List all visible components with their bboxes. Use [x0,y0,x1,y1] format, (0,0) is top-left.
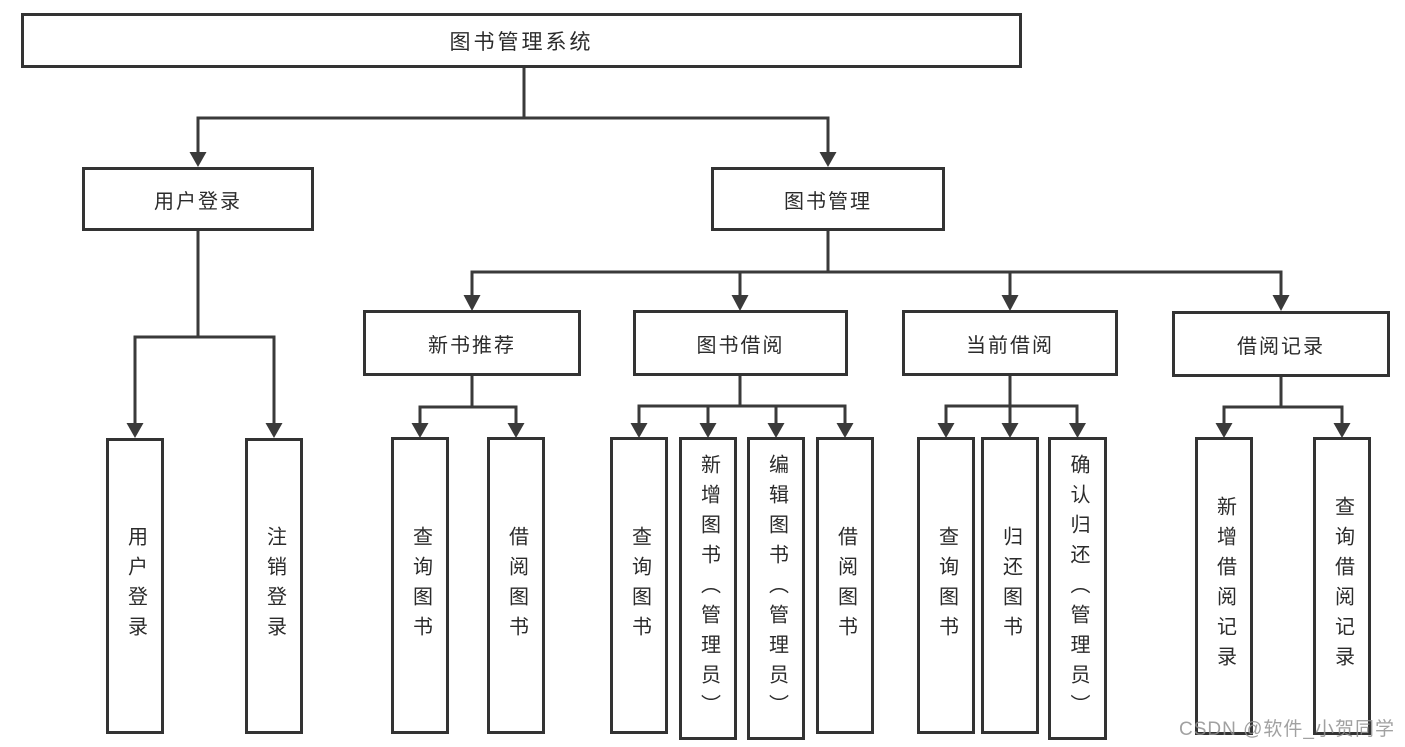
node-label: 借阅图书 [505,525,528,646]
leaf-logout-login: 注销登录 [245,438,303,734]
node-label: 归还图书 [999,525,1022,646]
arrowhead [1069,423,1086,438]
connector-book-mgmt-to-level3 [463,231,1290,311]
arrowhead [1333,423,1351,438]
arrowhead [819,152,837,167]
arrowhead [1001,423,1019,438]
arrowhead [630,423,648,438]
arrowhead [507,423,525,438]
arrowhead [767,423,785,438]
node-book-management: 图书管理 [711,167,945,231]
node-label: 新书推荐 [428,334,516,357]
connector-root-to-level2 [189,68,837,167]
arrowhead [265,423,283,438]
leaf-bb-borrow-books: 借阅图书 [816,437,874,734]
leaf-cb-query-books: 查询图书 [917,437,975,734]
node-label: 用户登录 [154,190,242,213]
csdn-watermark: CSDN @软件_小贺同学 [1179,719,1395,740]
leaf-bb-edit-books-admin: 编辑图书（管理员） [747,437,805,740]
leaf-cb-confirm-return-admin: 确认归还（管理员） [1048,437,1107,740]
arrowhead [126,423,144,438]
connector-current-borrow-to-leaves [937,376,1086,438]
node-label: 用户登录 [124,526,147,646]
node-borrowing-records: 借阅记录 [1172,311,1390,377]
node-label: 查询图书 [628,525,651,646]
node-label: 图书借阅 [696,334,785,357]
leaf-nbr-query-books: 查询图书 [391,437,449,734]
leaf-nbr-borrow-books: 借阅图书 [487,437,545,734]
connector-borrow-records-to-leaves [1215,377,1351,438]
arrowhead [463,295,481,311]
arrowhead [411,423,429,438]
leaf-br-query-record: 查询借阅记录 [1313,437,1371,735]
node-label: 新增借阅记录 [1213,496,1236,676]
leaf-bb-query-books: 查询图书 [610,437,668,734]
node-label: 当前借阅 [966,334,1054,357]
node-label: 注销登录 [263,526,286,646]
node-label: 编辑图书（管理员） [765,453,788,724]
arrowhead [189,152,207,167]
node-label: 查询图书 [935,525,958,646]
node-label: 图书管理系统 [449,30,594,54]
arrowhead [731,295,749,311]
node-label: 借阅记录 [1237,335,1325,358]
node-label: 查询图书 [409,525,432,646]
connector-new-book-rec-to-leaves [411,376,525,438]
leaf-user-login: 用户登录 [106,438,164,734]
arrowhead [1215,423,1233,438]
connector-user-login-to-leaves [126,231,283,438]
node-user-login: 用户登录 [82,167,314,231]
node-label: 新增图书（管理员） [697,453,720,724]
leaf-cb-return-books: 归还图书 [981,437,1039,734]
node-label: 查询借阅记录 [1331,496,1354,676]
node-book-borrowing: 图书借阅 [633,310,848,376]
leaf-br-add-record: 新增借阅记录 [1195,437,1253,735]
leaf-bb-add-books-admin: 新增图书（管理员） [679,437,737,740]
node-label: 图书管理 [784,190,872,213]
arrowhead [699,423,717,438]
node-library-system: 图书管理系统 [21,13,1022,68]
node-current-borrowing: 当前借阅 [902,310,1118,376]
arrowhead [937,423,955,438]
arrowhead [836,423,854,438]
arrowhead [1272,295,1290,311]
arrowhead [1001,295,1019,311]
node-label: 确认归还（管理员） [1067,453,1089,724]
connector-book-borrow-to-leaves [630,376,854,438]
node-label: 借阅图书 [834,525,857,646]
node-new-book-recommendation: 新书推荐 [363,310,581,376]
